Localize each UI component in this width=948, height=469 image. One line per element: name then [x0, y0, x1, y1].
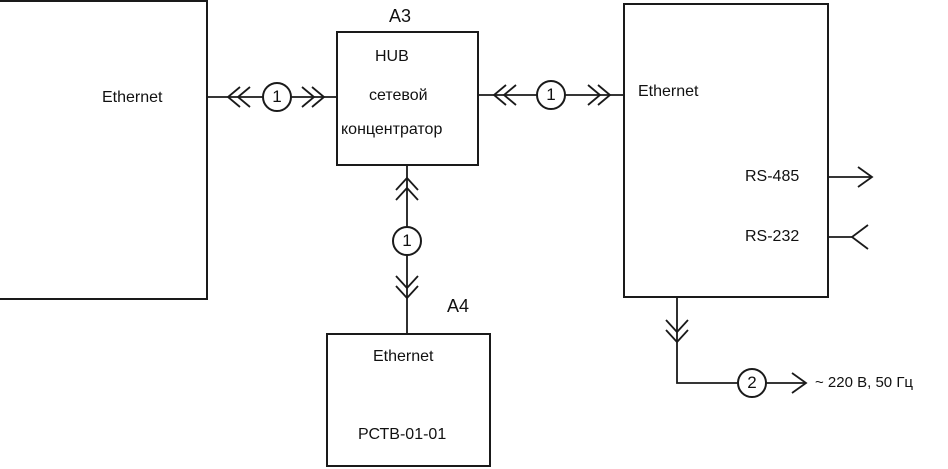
right-ethernet-label: Ethernet [638, 83, 699, 100]
left-device-block [0, 0, 208, 300]
connector-hub-rstv-a1 [395, 176, 419, 191]
connector-hub-rstv-b2 [395, 285, 419, 300]
cable-marker-hub-right: 1 [536, 80, 566, 110]
connector-left-hub-b1 [301, 86, 316, 108]
rs485-label: RS-485 [745, 168, 800, 185]
rstv-ref-label: А4 [447, 296, 470, 316]
power-connector-2 [665, 329, 689, 344]
connector-hub-right-b2 [597, 84, 612, 106]
connector-left-hub-b2 [311, 86, 326, 108]
power-supply-label: ~ 220 В, 50 Гц [815, 374, 914, 391]
rstv-name-label: РСТВ-01-01 [358, 426, 447, 443]
connector-hub-rstv-b1 [395, 275, 419, 290]
connector-hub-right-a1 [492, 84, 507, 106]
left-ethernet-label: Ethernet [102, 89, 163, 106]
connector-hub-rstv-a2 [395, 186, 419, 201]
cable-marker-left-hub: 1 [262, 82, 292, 112]
connector-hub-right-a2 [502, 84, 517, 106]
cable-marker-hub-rstv: 1 [392, 226, 422, 256]
hub-block [336, 31, 479, 166]
rs485-arrow [857, 166, 874, 188]
hub-title: HUB [375, 48, 409, 65]
power-arrow [791, 372, 808, 394]
connector-hub-right-b1 [587, 84, 602, 106]
right-device-block [623, 3, 829, 298]
hub-ref-label: А3 [389, 6, 412, 26]
power-connector-1 [665, 319, 689, 334]
power-line [676, 297, 806, 384]
rstv-ethernet-label: Ethernet [373, 348, 434, 365]
cable-marker-power: 2 [737, 368, 767, 398]
rstv-block [326, 333, 491, 467]
hub-subtitle-2: концентратор [341, 121, 443, 138]
rs232-label: RS-232 [745, 228, 800, 245]
connector-left-hub-a2 [236, 86, 251, 108]
connector-left-hub-a1 [226, 86, 241, 108]
hub-subtitle-1: сетевой [369, 87, 428, 104]
rs232-fork [850, 224, 869, 250]
